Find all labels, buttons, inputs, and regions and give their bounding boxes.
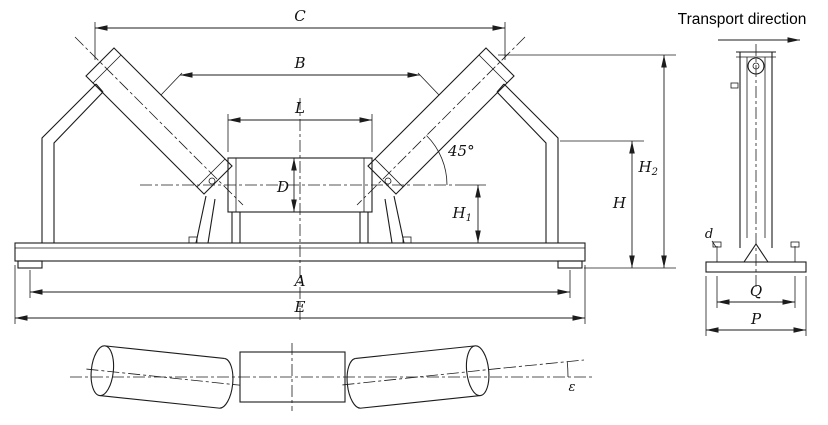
- dim-label-A: A: [293, 272, 306, 290]
- dim-d: d: [705, 227, 717, 248]
- right-wing-roller: [367, 47, 515, 195]
- center-roller: [227, 157, 373, 213]
- plan-view: ε: [70, 343, 595, 411]
- dim-label-L: L: [294, 99, 305, 117]
- dim-label-C: C: [294, 7, 306, 25]
- front-view-centerlines: [74, 36, 526, 322]
- dim-H2: H2: [498, 54, 676, 269]
- dim-label-Q: Q: [750, 282, 762, 300]
- dim-D: D: [276, 158, 297, 212]
- dim-label-angle: 45°: [447, 142, 475, 160]
- dim-Q: Q: [716, 276, 796, 308]
- left-outer-bracket: [41, 83, 104, 243]
- dim-C: C: [94, 7, 506, 60]
- dim-H1: H1: [452, 184, 486, 243]
- dim-label-H2: H2: [638, 158, 658, 178]
- dim-B: B: [160, 54, 440, 96]
- dim-label-epsilon: ε: [569, 380, 576, 395]
- front-view: 45° C B L D: [14, 7, 676, 324]
- dim-label-D: D: [276, 178, 289, 196]
- center-roller-stands: [231, 212, 369, 243]
- dim-P: P: [705, 276, 807, 336]
- dim-label-H: H: [612, 194, 627, 212]
- right-inner-stand: [384, 177, 405, 244]
- dim-label-H1: H1: [452, 204, 472, 224]
- plan-right-roller: [342, 345, 505, 409]
- side-stand-column: [730, 51, 776, 263]
- dim-L: L: [227, 99, 373, 152]
- side-view: Transport direction d: [678, 11, 807, 336]
- dim-H: H: [560, 140, 644, 268]
- dim-label-P: P: [750, 310, 762, 328]
- dim-label-E: E: [294, 298, 306, 316]
- plan-left-roller: [86, 345, 240, 409]
- dim-label-B: B: [293, 54, 305, 72]
- dim-label-d: d: [705, 227, 713, 242]
- left-wing-roller: [85, 47, 233, 195]
- trough-angle: 45°: [426, 135, 475, 186]
- transport-direction-label: Transport direction: [678, 11, 807, 28]
- side-base-plate: [705, 241, 807, 273]
- right-outer-bracket: [496, 83, 559, 243]
- left-inner-stand: [195, 177, 216, 244]
- dim-E: E: [14, 265, 586, 324]
- dim-A: A: [29, 270, 571, 298]
- plan-center-roller: [239, 343, 346, 411]
- base-frame: [14, 236, 586, 269]
- dim-epsilon: ε: [503, 359, 585, 395]
